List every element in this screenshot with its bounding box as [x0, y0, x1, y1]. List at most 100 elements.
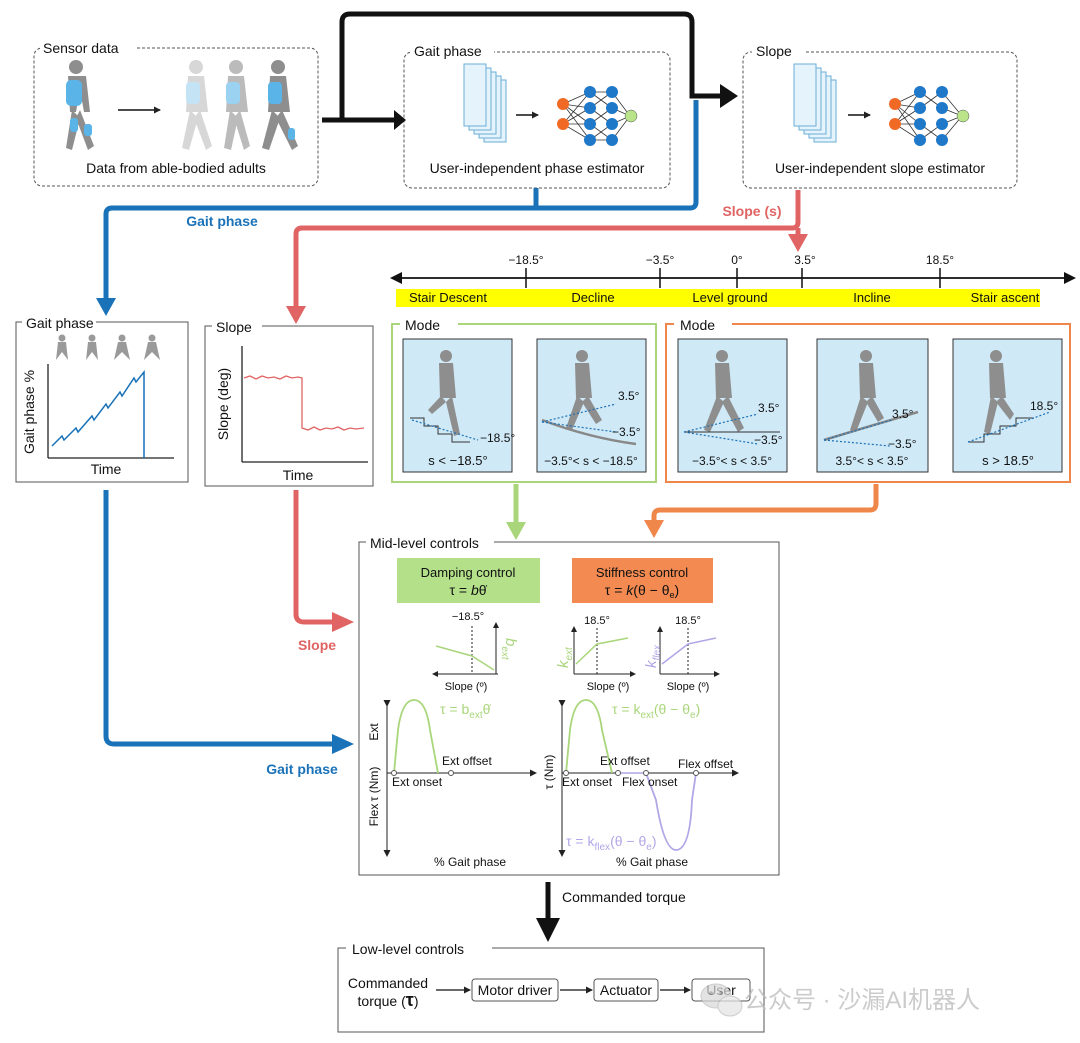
region-decline: Decline	[571, 290, 614, 305]
phase-estimator-box: Gait phase User-independent phase estima…	[403, 42, 671, 189]
mode-panel-decline: 3.5° −3.5° −3.5°< s < −18.5°	[536, 338, 647, 473]
data-stack-icon	[463, 63, 507, 143]
mode-title-orange: Mode	[680, 317, 715, 333]
low-input-line1: Commanded	[348, 975, 428, 991]
mode-title-green: Mode	[405, 317, 440, 333]
mode-panel-incline: 3.5° −3.5° 3.5°< s < 3.5°	[816, 338, 929, 473]
walking-sequence-icon	[56, 334, 160, 360]
watermark-text: 公众号 · 沙漏AI机器人	[744, 987, 980, 1014]
gait-phase-plot: Gait phase Gait phase % Time	[15, 314, 189, 483]
torque-left-xlabel: % Gait phase	[434, 855, 506, 869]
mode-panel-2-label-b: −3.5°	[612, 425, 641, 439]
commanded-torque-label: Commanded torque	[562, 889, 686, 905]
mini-k-ext-xlabel: Slope (º)	[587, 681, 630, 693]
slope-connector	[293, 190, 801, 308]
mode-panel-5-caption: s > 18.5°	[982, 453, 1034, 468]
torque-left-yaxis: τ (Nm)	[367, 767, 381, 802]
walker-incline-icon	[850, 350, 884, 432]
stage-actuator: Actuator	[600, 982, 652, 998]
mode-panel-4-label-b: −3.5°	[888, 437, 917, 451]
scale-tick-3: 3.5°	[794, 253, 816, 267]
mode-panel-5-label: 18.5°	[1030, 399, 1058, 413]
gait-phase-connector	[103, 100, 699, 300]
torque-right-eq1: τ = kext(θ − θe)	[612, 701, 700, 721]
damping-control-eq: τ = bθ̇	[449, 582, 487, 598]
mini-k-ext-ylabel: kext	[555, 646, 575, 668]
region-stair-descent: Stair Descent	[409, 290, 487, 305]
torque-right-flex-offset: Flex offset	[678, 757, 734, 771]
slope-estimator-title: Slope	[756, 43, 792, 59]
mini-b-ext-xlabel: Slope (º)	[445, 681, 488, 693]
torque-left-eq: τ = bextθ̇	[440, 701, 491, 721]
slope-xlabel: Time	[283, 467, 314, 483]
torque-right-flex-onset: Flex onset	[622, 775, 678, 789]
walker-level-icon	[704, 350, 744, 432]
mini-b-ext-tick: −18.5°	[452, 611, 484, 623]
torque-left-offset: Ext offset	[442, 754, 492, 768]
slope-estimator-box: Slope User-independent slope estimator	[742, 42, 1018, 189]
neural-network-icon	[557, 86, 638, 146]
gait-phase-connector-2	[103, 490, 334, 747]
low-level-title: Low-level controls	[352, 941, 464, 957]
mode-panel-stair-ascent: 18.5° s > 18.5°	[952, 338, 1063, 473]
low-level-controls-box: Low-level controls Commanded torque (τ) …	[337, 940, 765, 1033]
torque-right-eq2: τ = kflex(θ − θe)	[566, 833, 657, 853]
slope-plot-title: Slope	[216, 319, 252, 335]
stiffness-control-eq: τ = k(θ − θe)	[605, 582, 679, 600]
walker-descending-icon	[428, 350, 460, 436]
torque-left-ext: Ext	[367, 723, 381, 741]
torque-right-ext-offset: Ext offset	[600, 754, 650, 768]
phase-estimator-title: Gait phase	[414, 43, 482, 59]
mini-k-ext-tick: 18.5°	[584, 615, 610, 627]
mode-panel-4-label-a: 3.5°	[892, 407, 914, 421]
region-level-ground: Level ground	[692, 290, 767, 305]
sensor-data-title: Sensor data	[43, 40, 119, 56]
wechat-icon	[700, 983, 743, 1017]
slope-plot: Slope Slope (deg) Time	[204, 318, 374, 487]
gait-phase-xlabel: Time	[91, 461, 122, 477]
mid-level-title: Mid-level controls	[370, 535, 479, 551]
mode-panel-4-caption: 3.5°< s < 3.5°	[836, 454, 909, 468]
mini-k-flex-xlabel: Slope (º)	[667, 681, 710, 693]
stiffness-control-name: Stiffness control	[596, 565, 688, 580]
mini-k-flex-ylabel: kflex	[643, 644, 663, 668]
gait-phase-connector-label: Gait phase	[186, 213, 258, 229]
mode-panel-2-caption: −3.5°< s < −18.5°	[544, 454, 638, 468]
gait-phase-connector-label-2: Gait phase	[266, 761, 338, 777]
sensor-data-caption: Data from able-bodied adults	[86, 160, 266, 176]
mini-plot-k-flex: 18.5° kflex Slope (º)	[643, 615, 720, 693]
gait-phase-trace	[51, 369, 145, 458]
mini-b-ext-ylabel: bext	[499, 638, 519, 661]
slope-connector-2	[293, 490, 334, 625]
gait-phase-ylabel: Gait phase %	[21, 370, 37, 454]
walker-with-sensors-icon	[66, 60, 94, 150]
mode-group-stiffness: Mode	[665, 316, 1071, 483]
watermark: 公众号 · 沙漏AI机器人	[700, 983, 980, 1017]
slope-s-connector-label: Slope (s)	[722, 203, 781, 219]
data-stack-icon-2	[793, 63, 837, 143]
scale-tick-4: 18.5°	[926, 253, 954, 267]
region-stair-ascent: Stair ascent	[971, 290, 1040, 305]
walker-sequence-icon	[182, 60, 298, 150]
mode-panel-level-ground: 3.5° −3.5° −3.5°< s < 3.5°	[677, 338, 788, 473]
mode-panel-2-label-a: 3.5°	[618, 389, 640, 403]
mini-k-flex-tick: 18.5°	[675, 615, 701, 627]
sensor-data-box: Sensor data	[33, 40, 319, 187]
low-input-line2: torque (τ)	[358, 990, 419, 1010]
damping-control-name: Damping control	[421, 565, 516, 580]
mode-panel-1-label: −18.5°	[480, 431, 515, 445]
mode-panel-stair-descent: −18.5° s < −18.5°	[402, 338, 515, 473]
torque-right-ext-onset: Ext onset	[562, 775, 613, 789]
slope-scale: −18.5° −3.5° 0° 3.5° 18.5° Stair Descent…	[390, 253, 1076, 307]
phase-estimator-caption: User-independent phase estimator	[430, 160, 645, 176]
region-incline: Incline	[853, 290, 891, 305]
arrow-to-slope-estimator	[339, 11, 722, 120]
mode-panel-1-caption: s < −18.5°	[428, 453, 487, 468]
neural-network-icon-2	[889, 86, 970, 146]
scale-tick-1: −3.5°	[646, 253, 675, 267]
slope-estimator-caption: User-independent slope estimator	[775, 160, 985, 176]
scale-tick-0: −18.5°	[508, 253, 543, 267]
walker-decline-icon	[566, 350, 602, 430]
slope-trace	[243, 375, 365, 431]
